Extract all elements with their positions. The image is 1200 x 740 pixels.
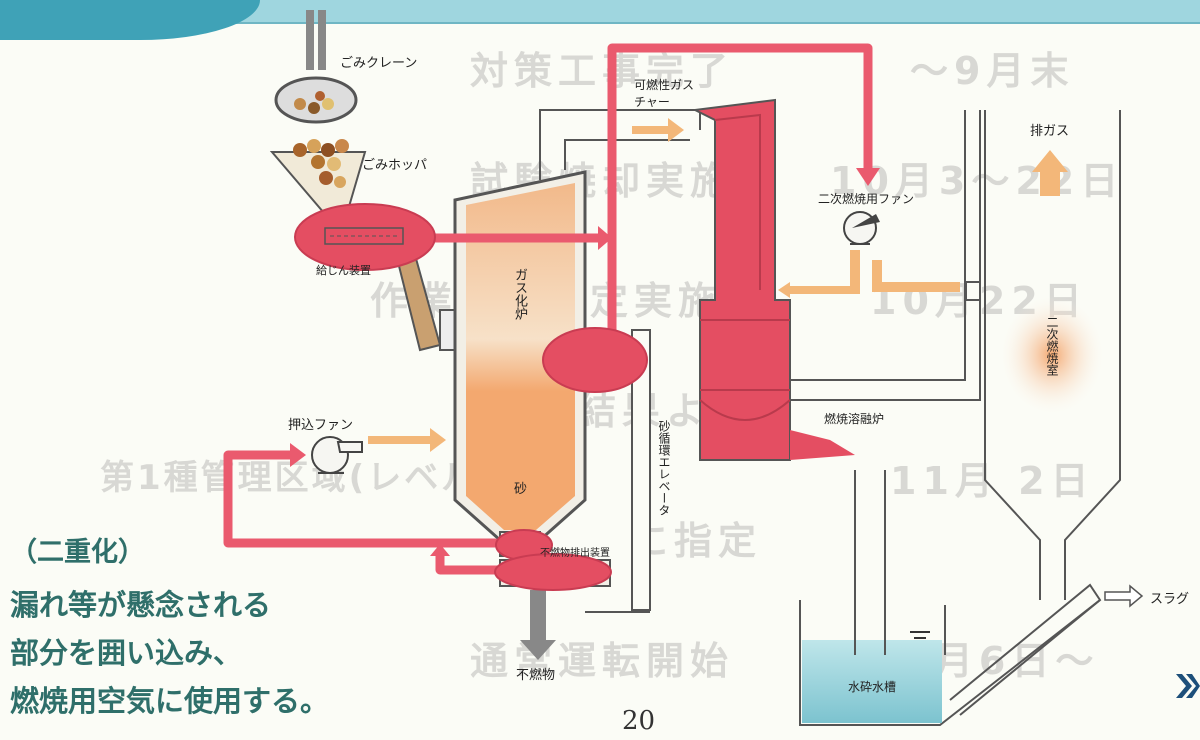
page-number: 20: [622, 706, 656, 736]
melting-furnace: [691, 98, 855, 461]
sand-elevator: [631, 329, 651, 611]
label-gas-chute-2: チャー: [634, 95, 670, 109]
recirculation-lines: [223, 43, 873, 575]
ghost-text-9: 第1種管理区域(レベル1): [100, 458, 524, 498]
note-line-1: 漏れ等が懸念される: [10, 588, 272, 622]
hopper-icon: [269, 139, 367, 222]
ghost-text-11: 通常運転開始: [470, 639, 735, 683]
label-slag: スラグ: [1150, 592, 1190, 607]
header-band: [0, 0, 1200, 40]
ghost-text-4: 10月3～22日: [830, 159, 1125, 203]
ghost-text-10: に指定: [630, 519, 763, 563]
arrow-up-icon: [1032, 150, 1068, 196]
fan-icon: [311, 436, 363, 474]
label-melting-furnace: 燃焼溶融炉: [824, 412, 885, 426]
label-discharge: 不燃物排出装置: [540, 548, 610, 559]
ghost-text-8: 11月 2日: [890, 459, 1095, 503]
label-hopper: ごみホッパ: [362, 158, 428, 173]
note-heading: （二重化）: [10, 537, 145, 568]
arrow-right-icon: [1104, 584, 1144, 608]
label-secondary-fan: 二次燃焼用ファン: [818, 192, 915, 206]
label-gas-chute-1: 可燃性ガス: [634, 78, 695, 92]
ghost-text-2: ～9月末: [910, 49, 1075, 93]
label-feeder: 給じん装置: [316, 264, 371, 277]
arrow-right-icon: [368, 118, 860, 452]
label-crane: ごみクレーン: [340, 56, 418, 71]
label-nonburnable: 不燃物: [516, 668, 556, 683]
crane-icon: [274, 10, 358, 124]
secondary-chamber: [984, 110, 1121, 600]
arrow-down-icon: [530, 590, 546, 640]
ghost-text-1: 対策工事完了: [470, 49, 735, 93]
brand-logo-icon: [1176, 674, 1200, 698]
label-water-tank: 水砕水槽: [848, 680, 897, 694]
enclosure-highlights: [294, 203, 648, 591]
label-sand-elevator: 砂循環エレベータ: [657, 420, 671, 516]
label-exhaust: 排ガス: [1030, 124, 1070, 139]
note-line-3: 燃焼用空気に使用する。: [10, 684, 330, 718]
gasifier: [453, 170, 587, 542]
note-line-2: 部分を囲い込み、: [10, 636, 243, 670]
label-sand: 砂: [514, 482, 528, 497]
label-push-fan: 押込ファン: [288, 418, 354, 433]
fan-icon: [843, 211, 880, 245]
label-gasifier: ガス化炉: [512, 268, 527, 320]
water-tank: [799, 470, 1102, 726]
label-secondary-chamber: 二次燃焼室: [1045, 316, 1059, 376]
